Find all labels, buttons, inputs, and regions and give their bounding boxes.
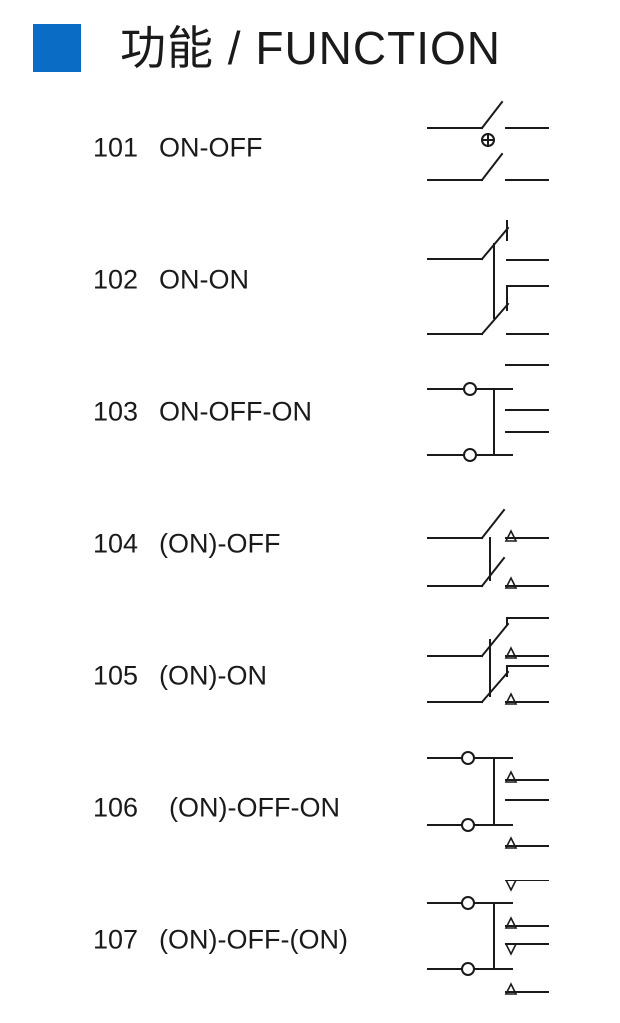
function-code: 101 [93,132,139,163]
header-accent-square [33,24,81,72]
function-row-104: 104 (ON)-OFF [0,484,620,604]
switch-symbol-on-off-on-icon [427,364,549,462]
function-code: 107 [93,924,139,955]
switch-symbol-momentary-on-off-icon [427,508,549,589]
function-row-102: 102 ON-ON [0,220,620,340]
function-label: 105 (ON)-ON [93,661,267,692]
function-row-107: 107 (ON)-OFF-(ON) [0,880,620,1000]
function-label: 101 ON-OFF [93,133,262,164]
function-name: ON-OFF [159,132,263,163]
function-name: (ON)-ON [159,660,267,691]
function-label: 104 (ON)-OFF [93,529,280,560]
function-code: 105 [93,660,139,691]
function-code: 103 [93,396,139,427]
function-name: (ON)-OFF-(ON) [159,924,348,955]
function-code: 102 [93,264,139,295]
function-label: 103 ON-OFF-ON [93,397,312,428]
function-row-103: 103 ON-OFF-ON [0,352,620,472]
function-label: 106 (ON)-OFF-ON [93,793,340,824]
page-title: 功能 / FUNCTION [120,22,501,74]
function-row-105: 105 (ON)-ON [0,616,620,736]
switch-symbol-on-off-icon [427,100,549,182]
function-label: 102 ON-ON [93,265,249,296]
function-code: 104 [93,528,139,559]
function-label: 107 (ON)-OFF-(ON) [93,925,348,956]
switch-symbol-momentary-on-off-momentary-on-icon [427,880,549,995]
function-name: ON-OFF-ON [159,396,312,427]
function-name: (ON)-OFF-ON [169,792,340,823]
switch-symbol-on-on-icon [427,220,549,336]
switch-symbol-momentary-on-off-on-icon [427,751,549,849]
switch-symbol-momentary-on-on-icon [427,617,549,705]
function-code: 106 [93,792,139,823]
function-row-101: 101 ON-OFF [0,88,620,208]
function-row-106: 106 (ON)-OFF-ON [0,748,620,868]
function-name: ON-ON [159,264,249,295]
function-name: (ON)-OFF [159,528,281,559]
